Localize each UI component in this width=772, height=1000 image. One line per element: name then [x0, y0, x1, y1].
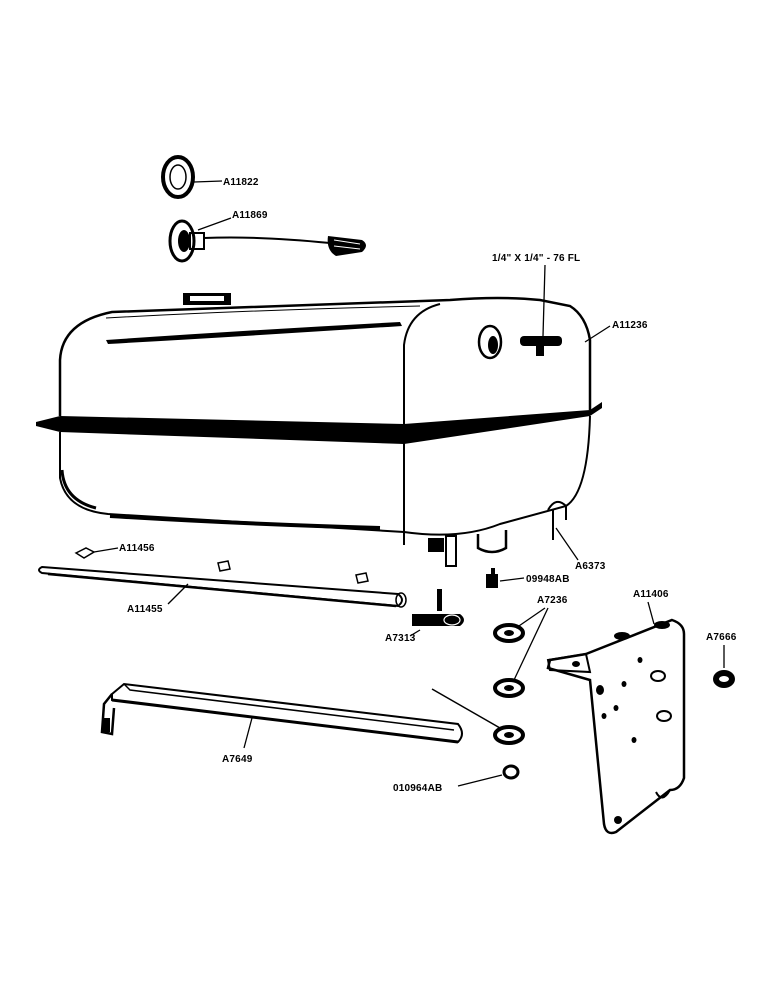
grommet	[493, 725, 525, 745]
leader-a11822	[193, 180, 223, 183]
leader-a6373	[555, 527, 579, 561]
label-a11822: A11822	[223, 177, 259, 188]
leader-a7649	[243, 717, 253, 749]
leader-a11869	[197, 217, 232, 231]
label-a11236: A11236	[612, 320, 648, 331]
leader-a7236-1	[515, 607, 546, 629]
shutoff-valve	[412, 589, 464, 626]
label-a6373: A6373	[575, 561, 606, 572]
leader-a11236	[584, 325, 611, 343]
label-09948ab: 09948AB	[526, 574, 570, 585]
grommet	[493, 623, 525, 643]
support-bar	[38, 560, 407, 608]
fuel-gauge-sender	[168, 219, 366, 263]
clip	[713, 670, 735, 688]
label-a11406: A11406	[633, 589, 669, 600]
nut	[502, 764, 520, 780]
rubber-pad	[74, 547, 96, 559]
label-a7666: A7666	[706, 632, 737, 643]
leader-a7236-2	[513, 607, 549, 681]
fuel-tank	[36, 293, 602, 567]
leader-010964ab	[457, 774, 503, 787]
label-a7236: A7236	[537, 595, 568, 606]
label-a7649: A7649	[222, 754, 253, 765]
label-010964ab: 010964AB	[393, 783, 442, 794]
channel-bracket	[100, 682, 463, 744]
leader-grommet-3	[431, 688, 501, 729]
label-a11869: A11869	[232, 210, 268, 221]
leader-09948ab	[499, 577, 525, 582]
leader-a11455	[167, 583, 189, 605]
gasket-ring	[161, 155, 195, 199]
mounting-bracket	[546, 618, 686, 835]
label-fitting: 1/4" X 1/4" - 76 FL	[492, 253, 580, 264]
grommet	[493, 678, 525, 698]
leader-a11406	[647, 601, 655, 625]
leader-a7313	[409, 629, 421, 637]
label-a11455: A11455	[127, 604, 163, 615]
leader-a11456	[93, 547, 119, 553]
elbow-fitting	[486, 568, 498, 588]
label-a11456: A11456	[119, 543, 155, 554]
label-a7313: A7313	[385, 633, 416, 644]
